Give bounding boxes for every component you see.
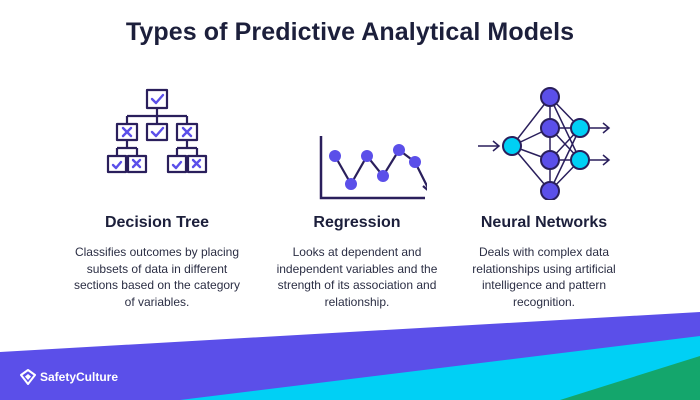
cyan-band <box>180 336 700 400</box>
page-title: Types of Predictive Analytical Models <box>125 18 575 46</box>
green-band <box>560 356 700 400</box>
safetyculture-logo-icon <box>20 369 36 385</box>
model-title: Regression <box>313 214 401 231</box>
model-neural-networks: Neural Networks Deals with complex data … <box>444 80 644 310</box>
model-description: Classifies outcomes by placing subsets o… <box>73 245 241 309</box>
model-description: Deals with complex data relationships us… <box>472 245 616 309</box>
brand-logo: SafetyCulture <box>20 369 118 385</box>
model-decision-tree: Decision Tree Classifies outcomes by pla… <box>57 80 257 310</box>
neural-network-icon <box>478 87 611 200</box>
decision-tree-icon <box>106 88 208 174</box>
regression-chart-icon <box>319 136 427 200</box>
model-title: Decision Tree <box>104 214 210 231</box>
model-description: Looks at dependent and independent varia… <box>276 245 438 309</box>
brand-name: SafetyCulture <box>40 370 119 384</box>
model-regression: Regression Looks at dependent and indepe… <box>257 80 457 310</box>
model-title: Neural Networks <box>480 214 608 231</box>
